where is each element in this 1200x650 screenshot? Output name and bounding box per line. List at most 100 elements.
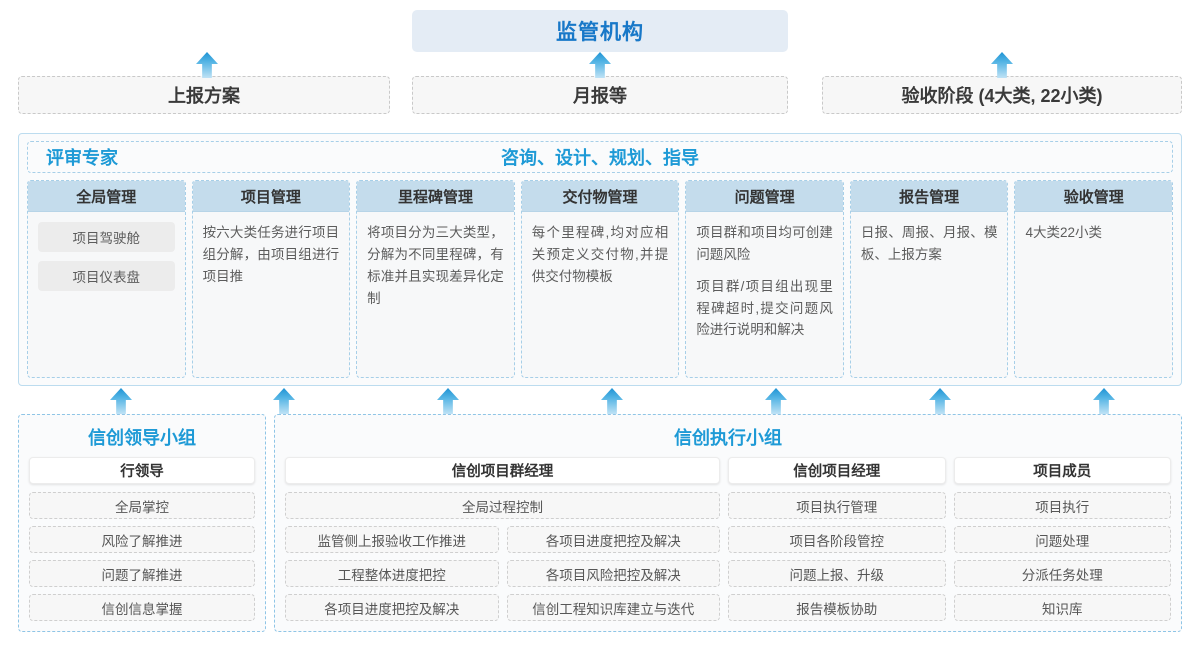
capability-column[interactable]: 报告管理日报、周报、月报、模板、上报方案 (849, 180, 1009, 378)
team-lane: 信创项目群经理全局过程控制监管侧上报验收工作推进各项目进度把控及解决工程整体进度… (285, 457, 720, 621)
capability-column-body: 项目群和项目均可创建问题风险项目群/项目组出现里程碑超时,提交问题风险进行说明和… (686, 212, 843, 377)
responsibility-item[interactable]: 问题了解推进 (29, 560, 255, 587)
team-lane-row: 知识库 (953, 594, 1171, 621)
responsibility-item[interactable]: 各项目进度把控及解决 (285, 594, 499, 621)
team-lane: 项目成员项目执行问题处理分派任务处理知识库 (953, 457, 1171, 621)
capability-chip[interactable]: 项目仪表盘 (38, 261, 175, 291)
report-box-plan: 上报方案 (18, 76, 390, 114)
top-authority-box: 监管机构 (412, 10, 788, 52)
capability-description: 项目群和项目均可创建问题风险 (696, 225, 833, 262)
team-lane-body: 全局掌控风险了解推进问题了解推进信创信息掌握 (29, 492, 255, 621)
team-lane-row: 问题了解推进 (29, 560, 255, 587)
capability-column[interactable]: 里程碑管理将项目分为三大类型，分解为不同里程碑，有标准并且实现差异化定制 (356, 180, 515, 378)
team-lane-header[interactable]: 信创项目群经理 (285, 457, 720, 484)
capability-description: 项目群/项目组出现里程碑超时,提交问题风险进行说明和解决 (696, 278, 833, 338)
responsibility-item[interactable]: 监管侧上报验收工作推进 (285, 526, 499, 553)
team-lane-header[interactable]: 项目成员 (953, 457, 1171, 484)
capability-column-header: 验收管理 (1015, 181, 1173, 212)
capability-column[interactable]: 验收管理 4大类22小类 (1014, 180, 1174, 378)
responsibility-item[interactable]: 信创信息掌握 (29, 594, 255, 621)
capability-column[interactable]: 项目管理按六大类任务进行项目组分解，由项目组进行项目推 (191, 180, 351, 378)
group-execution-title: 信创执行小组 (674, 428, 782, 448)
team-lane-row: 问题处理 (953, 526, 1171, 553)
capability-chip[interactable]: 项目驾驶舱 (38, 222, 175, 252)
capability-column-body: 将项目分为三大类型，分解为不同里程碑，有标准并且实现差异化定制 (357, 212, 514, 377)
report-label-monthly: 月报等 (573, 86, 627, 106)
team-lane-row: 监管侧上报验收工作推进各项目进度把控及解决 (285, 526, 720, 553)
capability-column-header: 全局管理 (28, 181, 185, 212)
capability-column-body: 每个里程碑,均对应相关预定义交付物,并提供交付物模板 (522, 212, 679, 377)
team-lane-header[interactable]: 信创项目经理 (728, 457, 946, 484)
capability-column-header: 交付物管理 (521, 181, 679, 212)
responsibility-item[interactable]: 工程整体进度把控 (285, 560, 499, 587)
team-lane-row: 项目执行管理 (728, 492, 946, 519)
capability-description: 每个里程碑,均对应相关预定义交付物,并提供交付物模板 (531, 225, 669, 284)
capability-columns: 全局管理项目驾驶舱项目仪表盘项目管理按六大类任务进行项目组分解，由项目组进行项目… (27, 180, 1174, 378)
middle-platform-panel: 评审专家 咨询、设计、规划、指导 全局管理项目驾驶舱项目仪表盘项目管理按六大类任… (18, 133, 1182, 386)
responsibility-item[interactable]: 知识库 (953, 594, 1171, 621)
responsibility-item[interactable]: 报告模板协助 (728, 594, 946, 621)
up-arrow-icon (991, 52, 1013, 78)
group-leadership: 信创领导小组 行领导全局掌控风险了解推进问题了解推进信创信息掌握 (18, 414, 266, 632)
responsibility-item[interactable]: 全局掌控 (29, 492, 255, 519)
responsibility-item[interactable]: 信创工程知识库建立与迭代 (506, 594, 720, 621)
capability-column-header: 报告管理 (850, 181, 1008, 212)
capability-column-header: 问题管理 (686, 181, 843, 212)
team-lane-row: 项目各阶段管控 (728, 526, 946, 553)
team-lane-row: 项目执行 (953, 492, 1171, 519)
up-arrow-icon (765, 388, 787, 414)
responsibility-item[interactable]: 全局过程控制 (285, 492, 720, 519)
capability-column-header: 里程碑管理 (357, 181, 514, 212)
up-arrow-icon (589, 52, 611, 78)
group-execution: 信创执行小组 信创项目群经理全局过程控制监管侧上报验收工作推进各项目进度把控及解… (274, 414, 1182, 632)
report-box-acceptance: 验收阶段 (4大类, 22小类) (822, 76, 1182, 114)
role-consulting-label: 咨询、设计、规划、指导 (501, 148, 699, 168)
capability-column-body: 4大类22小类 (1015, 212, 1172, 377)
responsibility-item[interactable]: 项目各阶段管控 (728, 526, 946, 553)
team-lane-body: 全局过程控制监管侧上报验收工作推进各项目进度把控及解决工程整体进度把控各项目风险… (285, 492, 720, 621)
team-lane: 信创项目经理项目执行管理项目各阶段管控问题上报、升级报告模板协助 (728, 457, 946, 621)
capability-column[interactable]: 全局管理项目驾驶舱项目仪表盘 (27, 180, 186, 378)
report-label-plan: 上报方案 (168, 86, 240, 106)
up-arrow-icon (273, 388, 295, 414)
capability-description: 将项目分为三大类型，分解为不同里程碑，有标准并且实现差异化定制 (367, 225, 504, 306)
top-authority-label: 监管机构 (556, 21, 644, 44)
responsibility-item[interactable]: 项目执行 (953, 492, 1171, 519)
team-lane-header[interactable]: 行领导 (29, 457, 255, 484)
up-arrow-icon (1093, 388, 1115, 414)
capability-description: 按六大类任务进行项目组分解，由项目组进行项目推 (202, 225, 340, 284)
responsibility-item[interactable]: 风险了解推进 (29, 526, 255, 553)
capability-column-body: 日报、周报、月报、模板、上报方案 (851, 212, 1008, 377)
up-arrow-icon (196, 52, 218, 78)
capability-column[interactable]: 问题管理项目群和项目均可创建问题风险项目群/项目组出现里程碑超时,提交问题风险进… (685, 180, 844, 378)
up-arrow-icon (601, 388, 623, 414)
responsibility-item[interactable]: 问题上报、升级 (728, 560, 946, 587)
team-lane-row: 工程整体进度把控各项目风险把控及解决 (285, 560, 720, 587)
responsibility-item[interactable]: 问题处理 (953, 526, 1171, 553)
team-lane-row: 报告模板协助 (728, 594, 946, 621)
capability-column-body: 项目驾驶舱项目仪表盘 (28, 212, 185, 377)
responsibility-item[interactable]: 各项目风险把控及解决 (506, 560, 720, 587)
team-lane-row: 信创信息掌握 (29, 594, 255, 621)
up-arrow-icon (437, 388, 459, 414)
team-lane-row: 问题上报、升级 (728, 560, 946, 587)
role-review-expert-label: 评审专家 (46, 148, 118, 168)
responsibility-item[interactable]: 各项目进度把控及解决 (506, 526, 720, 553)
group-execution-lanes: 信创项目群经理全局过程控制监管侧上报验收工作推进各项目进度把控及解决工程整体进度… (285, 457, 1171, 621)
responsibility-item[interactable]: 项目执行管理 (728, 492, 946, 519)
team-lane-body: 项目执行问题处理分派任务处理知识库 (953, 492, 1171, 621)
group-leadership-lanes: 行领导全局掌控风险了解推进问题了解推进信创信息掌握 (29, 457, 255, 621)
role-bar: 评审专家 咨询、设计、规划、指导 (27, 141, 1173, 173)
report-box-monthly: 月报等 (412, 76, 788, 114)
responsibility-item[interactable]: 分派任务处理 (953, 560, 1171, 587)
team-lane-row: 全局掌控 (29, 492, 255, 519)
team-lane-row: 分派任务处理 (953, 560, 1171, 587)
capability-column-header: 项目管理 (192, 181, 350, 212)
team-lane-body: 项目执行管理项目各阶段管控问题上报、升级报告模板协助 (728, 492, 946, 621)
up-arrow-icon (110, 388, 132, 414)
team-lane-row: 全局过程控制 (285, 492, 720, 519)
team-lane: 行领导全局掌控风险了解推进问题了解推进信创信息掌握 (29, 457, 255, 621)
capability-description: 4大类22小类 (1025, 225, 1102, 240)
capability-column[interactable]: 交付物管理每个里程碑,均对应相关预定义交付物,并提供交付物模板 (520, 180, 680, 378)
